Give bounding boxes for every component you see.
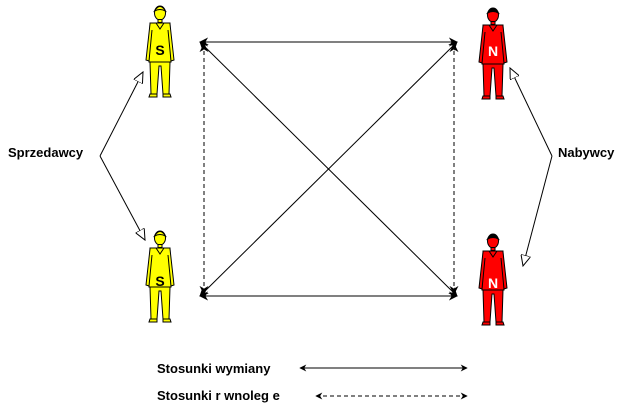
- seller-top-badge: S: [155, 42, 164, 58]
- sellers-pointer-top: [99, 72, 143, 157]
- buyer-bottom-figure: [478, 233, 508, 326]
- seller-bottom-badge: S: [155, 273, 164, 289]
- legend-parallel-label: Stosunki r wnoleg e: [157, 388, 280, 403]
- buyers-pointer-top: [510, 68, 553, 157]
- buyer-bottom-badge: N: [488, 275, 498, 291]
- sellers-pointer-bottom: [99, 155, 145, 240]
- seller-bottom-figure: [145, 230, 175, 323]
- sellers-label: Sprzedawcy: [8, 145, 84, 160]
- person-legs: [482, 289, 504, 323]
- buyer-top-badge: N: [488, 43, 498, 59]
- person-legs: [149, 61, 171, 95]
- person-legs: [482, 63, 504, 97]
- seller-top-figure: [145, 5, 175, 98]
- person-legs: [149, 286, 171, 320]
- buyers-pointer-bottom: [523, 155, 553, 266]
- buyers-label: Nabywcy: [558, 145, 615, 160]
- legend-exchange-label: Stosunki wymiany: [157, 361, 271, 376]
- buyer-top-figure: [478, 7, 508, 100]
- exchange-diagonal-arrow-2: [199, 41, 458, 297]
